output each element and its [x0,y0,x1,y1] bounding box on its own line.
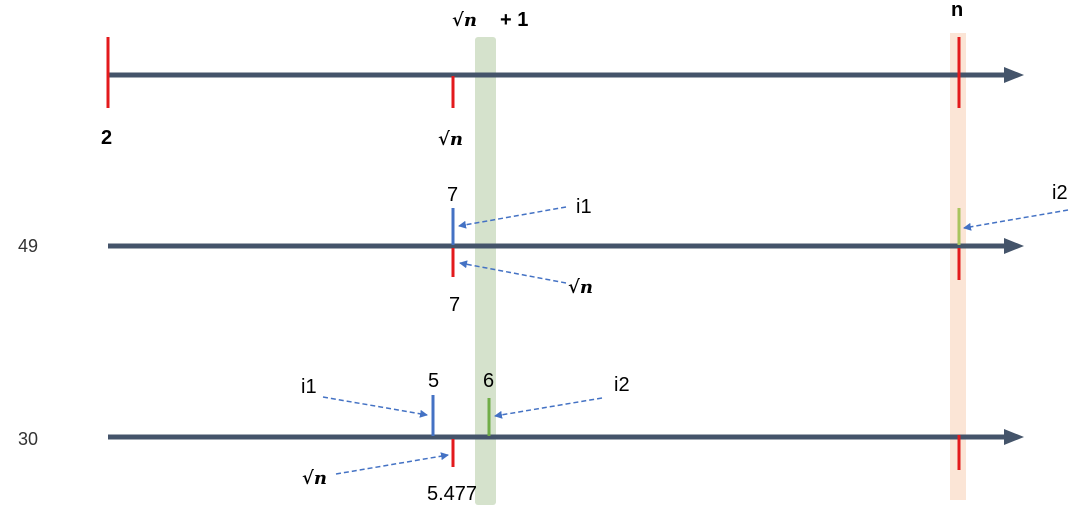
label-seven-bottom: 7 [449,294,460,316]
label-sqrt-n-row1: √n [438,129,463,150]
label-six: 6 [483,370,494,392]
label-i1-row3: i1 [301,376,317,398]
number-line-1-arrowhead [1004,67,1024,83]
sqrt-plus-one-band [475,37,496,505]
pointer-i1-row3 [322,396,428,418]
label-sqrt-value: 5.477 [427,483,477,505]
label-sqrt-n-row2: √n [568,277,593,298]
label-i1-row2: i1 [576,196,592,218]
row-value-49: 49 [18,236,38,256]
label-sqrt-n-row3: √n [302,468,327,489]
label-i2-row3: i2 [614,374,630,396]
pointer-i2-row2 [963,209,1069,231]
pointer-i1-row2 [458,206,567,229]
label-i2-row2: i2 [1052,182,1068,204]
label-five: 5 [428,370,439,392]
pointer-sqrt-n-row2 [459,260,567,284]
pointer-i2-row3 [494,397,603,419]
label-plus-one: + 1 [500,9,528,31]
pointer-sqrt-n-row3 [335,452,449,475]
label-seven-top: 7 [447,184,458,206]
number-line-2-arrowhead [1004,238,1024,254]
label-start-2: 2 [101,127,112,149]
number-line-3-arrowhead [1004,429,1024,445]
label-sqrt-n-band: √n [452,10,477,31]
row-value-30: 30 [18,429,38,449]
label-n-top: n [951,0,963,21]
